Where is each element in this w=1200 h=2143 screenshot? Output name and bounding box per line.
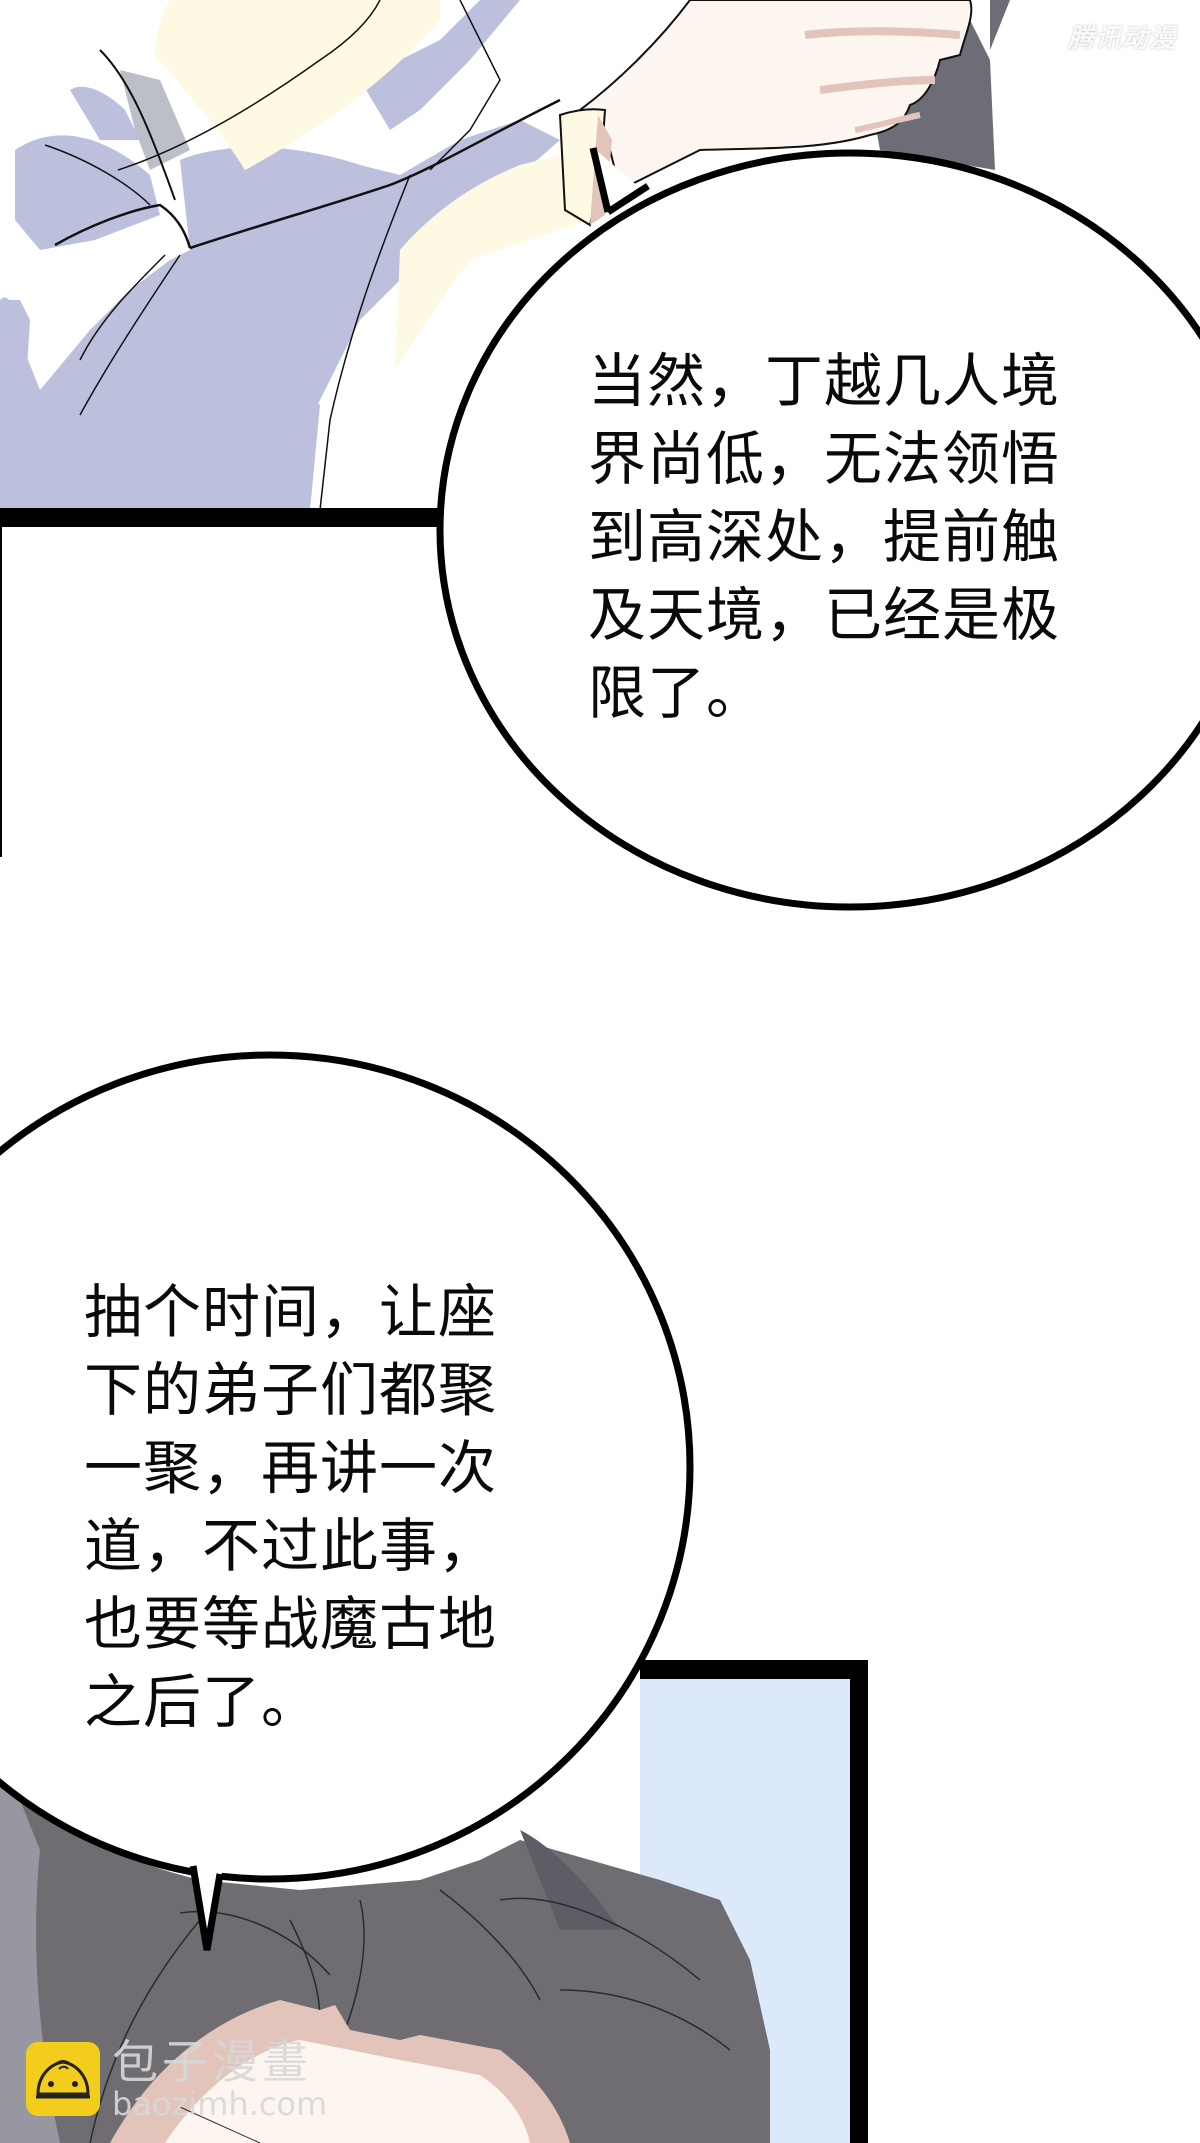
speech-bubble-1-text: 当然，丁越几人境 界尚低，无法领悟 到高深处，提前触 及天境，已经是极 限了。 (588, 347, 1061, 727)
steamed-bun-icon (26, 2042, 100, 2116)
speech-bubble-2-text: 抽个时间，让座 下的弟子们都聚 一聚，再讲一次 道，不过此事， 也要等战魔古地 … (84, 1278, 498, 1736)
logo-url: baozimh.com (112, 2085, 328, 2123)
panel-2-art (0, 1660, 868, 2143)
speech-bubble-1-shape (436, 147, 1200, 911)
baozi-logo-watermark: 包子漫畫 baozimh.com (26, 2037, 327, 2121)
tencent-comic-watermark: 腾讯动漫 (1067, 24, 1176, 54)
speech-bubble-2-shape (0, 1051, 694, 1951)
logo-brand-name: 包子漫畫 (112, 2035, 312, 2089)
